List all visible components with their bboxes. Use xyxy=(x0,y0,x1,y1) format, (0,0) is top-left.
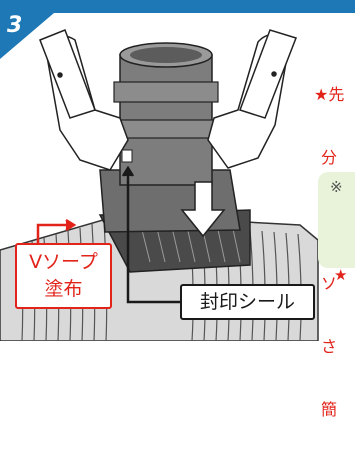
step-number: 3 xyxy=(7,13,23,38)
v-soap-action: 塗布 xyxy=(44,278,83,300)
left-hand xyxy=(39,29,129,171)
side-note-line: 簡 xyxy=(321,400,338,419)
v-soap-pointer xyxy=(36,218,77,243)
pipe-installation-illustration xyxy=(0,29,319,341)
down-arrow-icon xyxy=(180,181,226,238)
coupling-pipe xyxy=(113,42,219,186)
seal-callout: 封印シール xyxy=(180,284,315,320)
note-star: ★ xyxy=(334,266,348,284)
instruction-panel: 3 xyxy=(0,0,355,419)
seal-pointer xyxy=(121,165,180,304)
note-asterisk: ※ xyxy=(330,178,343,196)
side-note-line: ソ xyxy=(321,274,338,293)
seal-sticker xyxy=(121,149,133,163)
header-bar xyxy=(0,0,355,13)
side-note-line: 分 xyxy=(321,148,338,167)
right-hand xyxy=(207,29,297,169)
side-note-line: さ xyxy=(321,337,338,356)
note-box xyxy=(318,172,355,268)
v-soap-label: Vソープ xyxy=(29,251,98,273)
side-note-line: ★先 xyxy=(314,85,345,104)
v-soap-callout: Vソープ 塗布 xyxy=(15,243,112,309)
